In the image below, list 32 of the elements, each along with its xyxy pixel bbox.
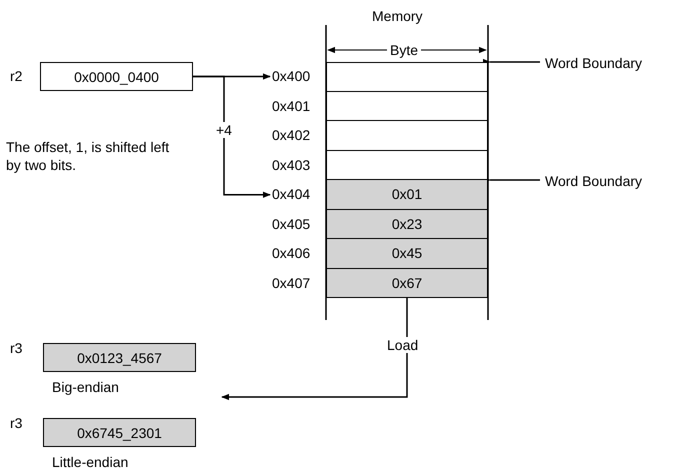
address-label: 0x404 bbox=[272, 186, 310, 202]
memory-cell bbox=[326, 150, 488, 180]
memory-cell bbox=[326, 121, 488, 150]
dimension-label: Byte bbox=[387, 42, 422, 58]
address-label: 0x403 bbox=[272, 156, 310, 172]
register-name: r3 bbox=[10, 340, 22, 356]
arrow bbox=[193, 76, 271, 198]
memory-cell: 0x45 bbox=[326, 239, 488, 268]
register-box: 0x6745_2301 bbox=[43, 418, 196, 447]
memory-title: Memory bbox=[372, 8, 423, 24]
register-box: 0x0000_0400 bbox=[40, 62, 193, 91]
memory-cell bbox=[326, 62, 488, 92]
annotation-text: The offset, 1, is shifted left by two bits. bbox=[6, 138, 170, 174]
address-label: 0x401 bbox=[272, 98, 310, 114]
arrow bbox=[489, 176, 540, 184]
register-name: r2 bbox=[10, 68, 22, 84]
register-box: 0x0123_4567 bbox=[43, 343, 196, 372]
address-label: 0x402 bbox=[272, 127, 310, 143]
address-label: 0x406 bbox=[272, 245, 310, 261]
memory-cell: 0x23 bbox=[326, 210, 488, 239]
annotation-text: Word Boundary bbox=[545, 54, 685, 72]
memory-cell: 0x01 bbox=[326, 180, 488, 210]
memory-cell: 0x67 bbox=[326, 268, 488, 298]
endianness-caption: Big-endian bbox=[52, 379, 119, 395]
address-label: 0x407 bbox=[272, 274, 310, 290]
arrow bbox=[221, 298, 408, 400]
address-label: 0x405 bbox=[272, 216, 310, 232]
endianness-caption: Little-endian bbox=[52, 454, 128, 470]
memory-cell bbox=[326, 92, 488, 121]
register-name: r3 bbox=[10, 415, 22, 431]
address-label: 0x400 bbox=[272, 68, 310, 84]
annotation-text: Word Boundary bbox=[545, 172, 685, 190]
